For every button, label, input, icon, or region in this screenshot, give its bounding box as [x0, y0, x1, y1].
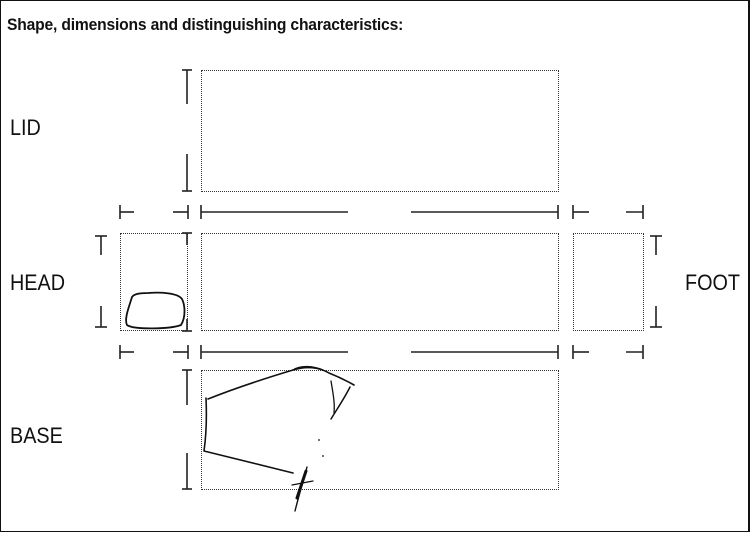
side-length-dimension-top: [200, 205, 559, 219]
foot-label: FOOT: [685, 270, 740, 295]
form-heading: Shape, dimensions and distinguishing cha…: [7, 15, 404, 34]
foot-end-width-dimension-bottom: [572, 345, 644, 359]
head-end-width-dimension-bottom: [119, 345, 189, 359]
foot-end-height-dimension: [650, 235, 662, 328]
head-label: HEAD: [10, 270, 66, 295]
head-end-width-dimension-top: [119, 205, 189, 219]
head-end-panel[interactable]: [120, 233, 188, 331]
base-label: BASE: [10, 423, 63, 448]
head-end-height-dimension: [95, 235, 107, 328]
side-length-dimension-bottom: [200, 345, 559, 359]
lid-height-dimension: [182, 69, 192, 192]
foot-end-width-dimension-top: [572, 205, 644, 219]
lid-panel[interactable]: [201, 70, 559, 192]
head-side-panel[interactable]: [201, 233, 559, 331]
base-height-dimension: [182, 369, 192, 490]
base-panel[interactable]: [201, 370, 559, 490]
foot-end-panel[interactable]: [573, 233, 644, 331]
lid-label: LID: [10, 115, 41, 140]
